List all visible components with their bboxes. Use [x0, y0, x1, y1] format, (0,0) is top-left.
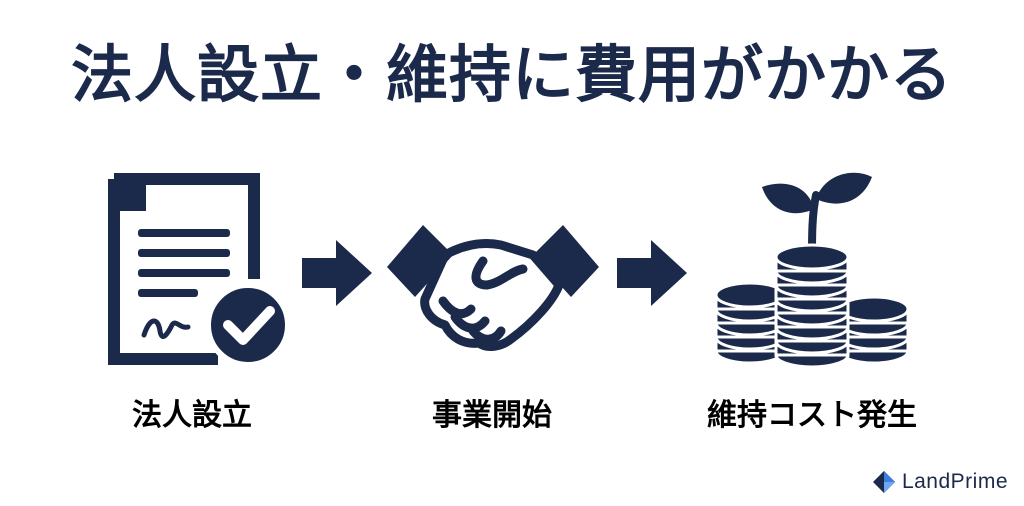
arrow-right-icon: [302, 240, 372, 306]
logo-text: LandPrime: [901, 470, 1008, 493]
step-label-establish: 法人設立: [132, 398, 252, 433]
arrow-right-icon: [617, 240, 687, 306]
brand-logo: LandPrime: [872, 470, 1008, 494]
landprime-logo-icon: [872, 471, 895, 493]
step-label-start-business: 事業開始: [432, 398, 552, 433]
page-title: 法人設立・維持に費用がかかる: [70, 38, 953, 111]
coins-sprout-icon: [712, 165, 912, 375]
step-label-maintenance-cost: 維持コスト発生: [707, 398, 917, 433]
handshake-icon: [383, 205, 603, 355]
document-check-icon: [106, 167, 296, 367]
